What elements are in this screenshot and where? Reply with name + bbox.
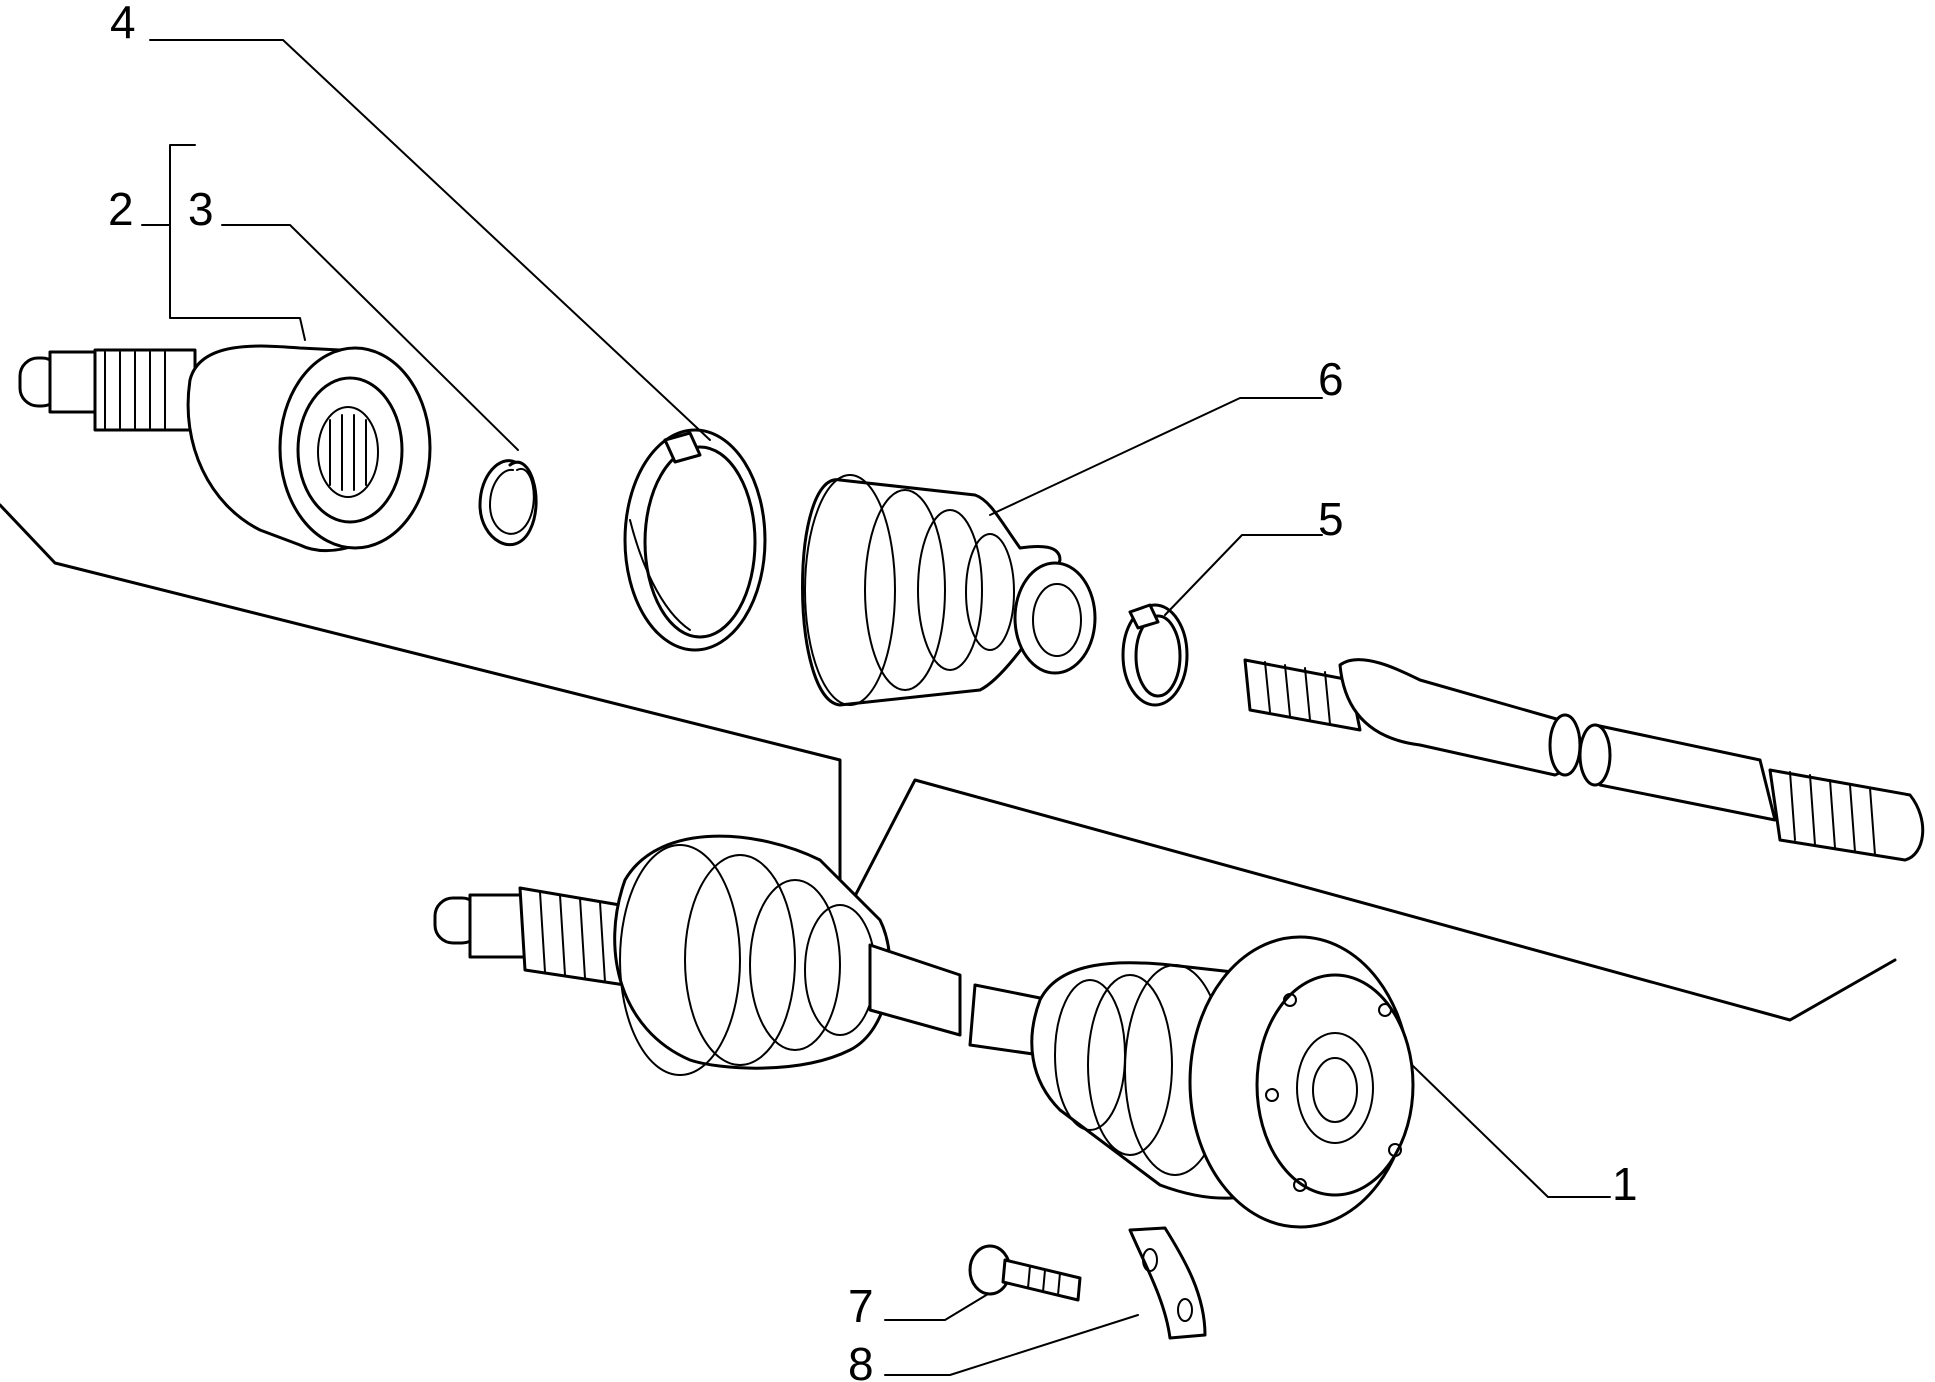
intermediate-shaft xyxy=(1243,658,1925,862)
callout-8: 8 xyxy=(848,1338,874,1382)
part-7-bolt xyxy=(968,1244,1082,1302)
callout-labels: 4 2 3 6 5 1 7 8 xyxy=(108,0,1638,1382)
part-6-boot-bellows xyxy=(801,474,1097,707)
part-4-boot-clamp xyxy=(623,428,767,652)
part-3-circlip xyxy=(478,459,538,547)
callout-1: 1 xyxy=(1612,1158,1638,1210)
assembly-frame-lines xyxy=(0,503,1897,1022)
callout-5: 5 xyxy=(1318,493,1344,545)
callout-4: 4 xyxy=(110,0,136,48)
part-5-small-clamp xyxy=(1121,603,1189,707)
part-2-outer-cv-joint xyxy=(18,344,432,553)
leader-lines xyxy=(141,39,1611,1376)
part-8-lock-plate xyxy=(1128,1226,1207,1340)
callout-7: 7 xyxy=(848,1280,874,1332)
callout-6: 6 xyxy=(1318,353,1344,405)
callout-2: 2 xyxy=(108,183,134,235)
callout-3: 3 xyxy=(188,183,214,235)
part-1-drive-shaft-assembly xyxy=(433,834,1415,1229)
